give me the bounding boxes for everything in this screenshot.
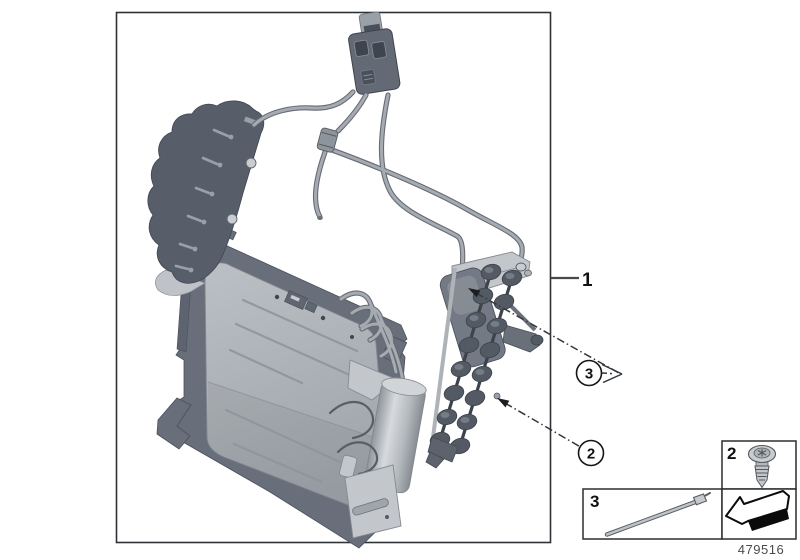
lumbar-support-unit (425, 251, 544, 469)
callout-2-arrowhead (497, 398, 510, 408)
cable-tie-icon (604, 492, 711, 537)
callout-1[interactable]: 1 (551, 270, 593, 291)
screw-icon (747, 444, 777, 489)
callout-3-arrowhead (468, 288, 481, 298)
callout-3-number[interactable]: 3 (585, 366, 593, 383)
callout-2-number[interactable]: 2 (587, 446, 595, 463)
lumbar-pump-module (348, 11, 401, 95)
callout-3-badge[interactable] (575, 359, 603, 387)
part-number: 479516 (738, 542, 784, 557)
direction-arrow-icon (725, 490, 790, 531)
massage-rollers (429, 263, 523, 455)
bladder-slots (174, 128, 234, 273)
screw-box-label[interactable]: 2 (727, 444, 736, 463)
mounting-screw-location (493, 392, 501, 400)
tube-coupler (316, 127, 339, 153)
frame-lower-hook (156, 397, 192, 450)
panel-top-bracket (284, 290, 308, 310)
callout-2-badge[interactable] (577, 439, 605, 467)
actuator-cylinder (328, 359, 427, 539)
panel-bottom-clip (338, 454, 358, 479)
callout-3[interactable]: 3 (468, 288, 623, 387)
callout-2[interactable]: 2 (497, 398, 605, 467)
panel-grooves (224, 298, 365, 484)
legend: 2 3 (582, 440, 797, 540)
callout-1-label[interactable]: 1 (582, 270, 593, 291)
cable-tie-box-label[interactable]: 3 (590, 492, 599, 511)
